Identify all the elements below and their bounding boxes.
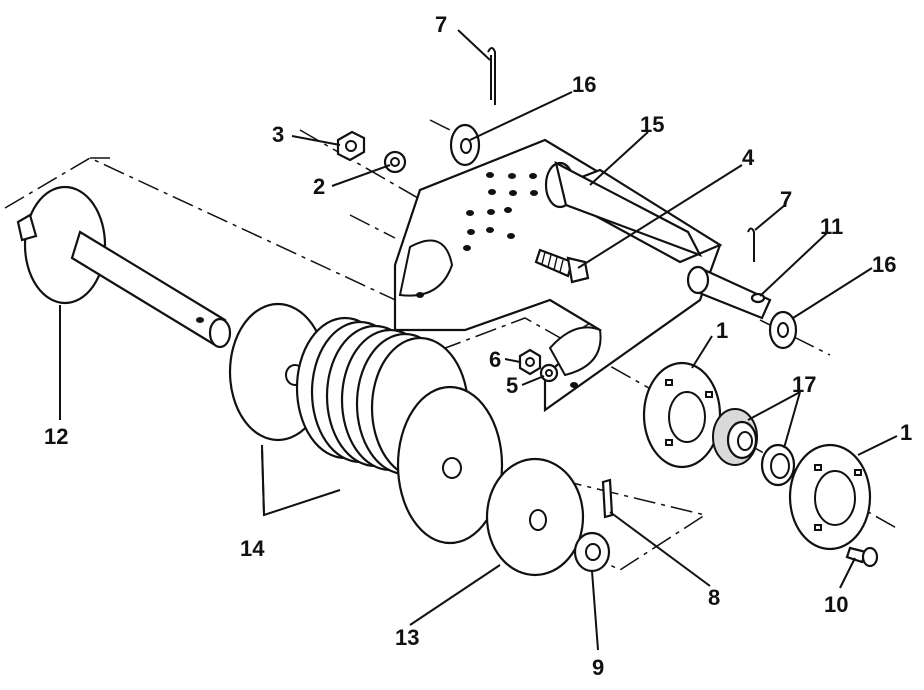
cotter-pin-7-top: [487, 47, 496, 105]
bracket-holes: [416, 172, 578, 388]
callout-8: 8: [708, 585, 720, 610]
callout-15: 15: [640, 112, 664, 137]
callout-1-right: 1: [900, 420, 912, 445]
callout-5: 5: [506, 373, 518, 398]
bracket-15: [393, 138, 772, 413]
callout-17: 17: [792, 372, 816, 397]
end-plate: [485, 457, 585, 577]
callout-9: 9: [592, 655, 604, 680]
callout-6: 6: [489, 347, 501, 372]
callout-labels: 7 16 3 2 15 4 7 11 16 1 1 17 6 5 12 14 1…: [44, 12, 912, 680]
callout-13: 13: [395, 625, 419, 650]
washer-9: [573, 531, 611, 573]
callout-7-top: 7: [435, 12, 447, 37]
callout-16-right: 16: [872, 252, 896, 277]
callout-16-top: 16: [572, 72, 596, 97]
flange-bearing-1-right: [788, 443, 872, 551]
callout-11: 11: [820, 214, 843, 239]
washer-5: [539, 363, 559, 383]
callout-7-right: 7: [780, 187, 792, 212]
flange-bearing-1-mid: [642, 361, 722, 469]
nut-3: [336, 130, 366, 162]
washer-16-right: [768, 310, 798, 350]
bearing-insert-17: [712, 408, 796, 487]
callout-1-mid: 1: [716, 318, 728, 343]
callout-3: 3: [272, 122, 284, 147]
cotter-pin-7-right: [747, 227, 755, 262]
washer-2: [383, 150, 407, 174]
plate-stack: [228, 302, 504, 545]
leader-lines: [59, 29, 898, 651]
pin-8: [601, 478, 614, 519]
callout-14: 14: [240, 536, 265, 561]
callout-4: 4: [742, 145, 755, 170]
callout-12: 12: [44, 424, 68, 449]
callout-10: 10: [824, 592, 848, 617]
shaft-assembly: [16, 185, 232, 349]
washer-16-top: [449, 123, 481, 167]
callout-2: 2: [313, 174, 325, 199]
bolt-10: [845, 546, 879, 568]
nut-6: [518, 348, 542, 376]
